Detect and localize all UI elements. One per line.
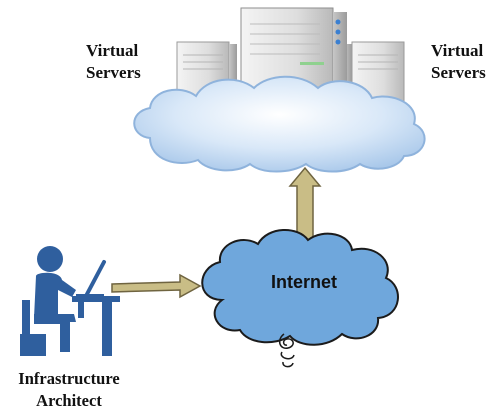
- virtual-servers-label-right: Virtual Servers: [431, 40, 486, 84]
- label-line: Infrastructure: [18, 369, 120, 388]
- label-line: Servers: [431, 63, 486, 82]
- label-line: Virtual: [431, 41, 484, 60]
- label-line: Virtual: [86, 41, 139, 60]
- internet-label: Internet: [270, 272, 337, 292]
- label-line: Servers: [86, 63, 141, 82]
- cloud-icon-internet: [201, 228, 399, 368]
- arrow-up: [288, 166, 322, 243]
- virtual-servers-label-left: Virtual Servers: [86, 40, 141, 84]
- label-line: Architect: [36, 391, 102, 410]
- person-at-desk-icon: [20, 246, 120, 356]
- laptop-icon: [76, 260, 106, 298]
- infrastructure-architect-label: Infrastructure Architect: [6, 368, 132, 412]
- cloud-icon-virtual: [133, 75, 426, 173]
- arrow-right: [111, 273, 202, 299]
